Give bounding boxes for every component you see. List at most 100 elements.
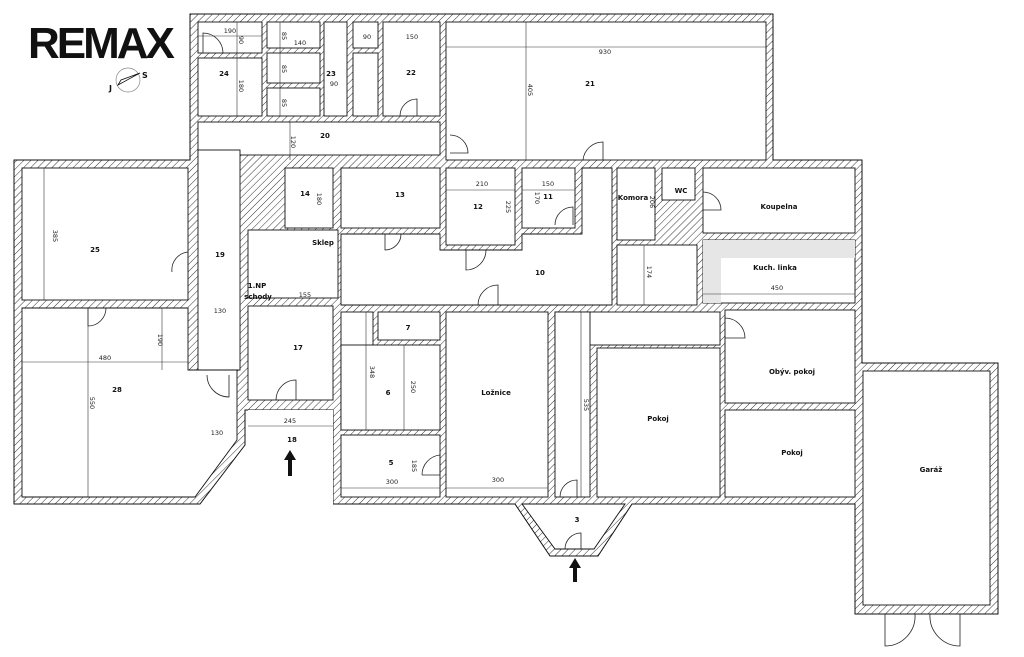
label-12: 12 <box>473 203 483 211</box>
dim-label: 535 <box>582 399 590 411</box>
room-pokoj-2 <box>724 409 856 498</box>
dim-label: 174 <box>645 266 653 278</box>
label-komora: Komora <box>618 194 649 202</box>
label-pokoj: Pokoj <box>647 415 669 423</box>
room-22 <box>382 21 441 117</box>
dim-label: 90 <box>237 36 245 44</box>
dim-label: 185 <box>410 460 418 472</box>
room-labels: 24 23 22 21 20 14 13 12 11 Komora WC Kou… <box>90 69 942 524</box>
room-20 <box>197 121 441 156</box>
dim-label: 348 <box>368 366 376 378</box>
room-wc <box>661 167 696 201</box>
room-23 <box>323 21 348 117</box>
dim-label: 140 <box>294 39 306 47</box>
room-obyvaci-pokoj <box>724 309 856 404</box>
room-11 <box>521 167 576 229</box>
label-20: 20 <box>320 132 330 140</box>
label-28: 28 <box>112 386 122 394</box>
label-koupelna: Koupelna <box>761 203 798 211</box>
label-pokoj-2: Pokoj <box>781 449 803 457</box>
dim-label: 300 <box>386 478 398 486</box>
room-19 <box>197 149 241 371</box>
label-13: 13 <box>395 191 405 199</box>
rooms <box>21 21 991 606</box>
dim-label: 120 <box>289 136 297 148</box>
room-17 <box>247 305 334 401</box>
label-14: 14 <box>300 190 310 198</box>
dim-label: 225 <box>504 201 512 213</box>
dim-label: 85 <box>280 99 288 107</box>
dim-label: 550 <box>88 397 96 409</box>
stairs <box>247 229 339 299</box>
room-21 <box>445 21 767 161</box>
label-22: 22 <box>406 69 416 77</box>
dimension-lines <box>22 22 855 497</box>
label-23: 23 <box>326 70 336 78</box>
dim-label: 170 <box>533 192 541 204</box>
dim-label: 150 <box>542 180 554 188</box>
kitchen-counter <box>703 240 855 258</box>
dim-label: 130 <box>214 307 226 315</box>
dim-label: 405 <box>526 84 534 96</box>
label-wc: WC <box>675 187 688 195</box>
dim-label: 930 <box>599 48 611 56</box>
compass-south-label: S <box>142 71 148 80</box>
dim-label: 300 <box>492 476 504 484</box>
label-sklep: Sklep <box>312 239 334 247</box>
dim-label: 190 <box>224 27 236 35</box>
entrance-arrow-icon <box>569 558 581 582</box>
room-komora <box>616 167 656 241</box>
room-28 <box>21 307 238 498</box>
label-obyvaci-pokoj: Obýv. pokoj <box>769 367 815 376</box>
dim-label: 90 <box>363 33 371 41</box>
dim-label: 480 <box>99 354 111 362</box>
entrance-arrow-icon <box>284 450 296 476</box>
dim-label: 85 <box>280 32 288 40</box>
dim-label: 180 <box>237 80 245 92</box>
label-garaz: Garáž <box>920 466 943 474</box>
room-13 <box>340 167 441 229</box>
label-18: 18 <box>287 436 297 444</box>
dim-label: 250 <box>409 381 417 393</box>
label-schody-2: schody <box>244 293 272 301</box>
label-21: 21 <box>585 80 595 88</box>
room-loznice <box>445 311 549 498</box>
compass-icon: S J <box>108 67 148 93</box>
dim-label: 180 <box>315 193 323 205</box>
dim-label: 155 <box>299 291 311 299</box>
room-pokoj <box>596 347 721 498</box>
room-24 <box>197 57 263 117</box>
dim-label: 210 <box>476 180 488 188</box>
dimension-labels: 190 90 180 140 85 85 85 90 90 150 930 40… <box>51 27 783 486</box>
label-6: 6 <box>386 389 391 397</box>
label-11: 11 <box>543 193 553 201</box>
dim-label: 206 <box>648 196 656 208</box>
label-schody: 1.NP <box>248 282 267 290</box>
compass-north-label: J <box>108 84 112 93</box>
label-25: 25 <box>90 246 100 254</box>
room-14 <box>284 167 334 229</box>
dim-label: 150 <box>406 33 418 41</box>
remax-logo: REMAX <box>28 19 175 68</box>
label-10: 10 <box>535 269 545 277</box>
dim-label: 245 <box>284 417 296 425</box>
doors <box>87 32 961 647</box>
dim-label: 385 <box>51 230 59 242</box>
room-koupelna <box>702 167 856 234</box>
room-7 <box>377 311 441 341</box>
label-7: 7 <box>406 324 411 332</box>
room-10 <box>340 167 613 306</box>
dim-label: 450 <box>771 284 783 292</box>
label-19: 19 <box>215 251 225 259</box>
room-6 <box>340 344 441 431</box>
dim-label: 190 <box>156 334 164 346</box>
dim-label: 85 <box>280 65 288 73</box>
dim-label: 130 <box>211 429 223 437</box>
room-3 <box>521 503 626 550</box>
label-kuch-linka: Kuch. linka <box>753 264 797 272</box>
label-5: 5 <box>389 459 394 467</box>
room-25 <box>21 167 189 301</box>
dim-label: 90 <box>330 80 338 88</box>
label-17: 17 <box>293 344 303 352</box>
